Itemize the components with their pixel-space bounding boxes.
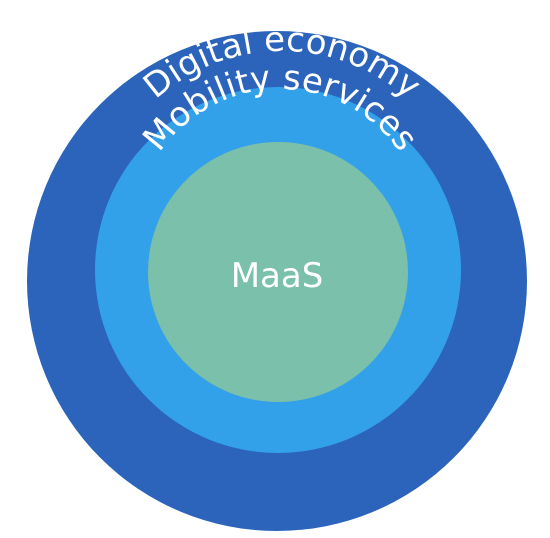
inner-circle-maas [148, 142, 408, 402]
center-label: MaaS [231, 256, 324, 296]
